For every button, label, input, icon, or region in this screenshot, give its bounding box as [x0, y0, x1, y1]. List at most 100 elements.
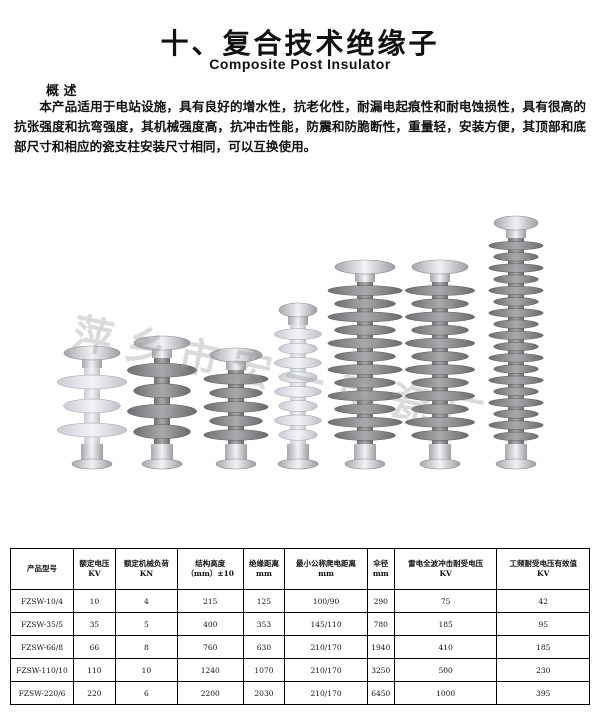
- table-cell: 10: [73, 589, 116, 613]
- table-cell: 66: [73, 635, 116, 659]
- table-cell: 1070: [242, 658, 286, 682]
- table-cell: 145/110: [284, 612, 368, 636]
- insulator-shed: [488, 330, 544, 340]
- insulator-base-flange: [141, 458, 183, 470]
- table-cell: 8: [114, 635, 178, 659]
- insulator-shed: [133, 383, 191, 398]
- insulator-shed: [488, 263, 544, 273]
- insulator-bottom-fitting: [151, 444, 173, 462]
- insulator-shed: [63, 398, 121, 414]
- table-cell: 2200: [176, 681, 244, 705]
- insulator-shed: [327, 364, 403, 375]
- insulator-shed: [488, 353, 544, 363]
- insulator-shed: [411, 351, 469, 362]
- table-cell: FZSW-220/6: [10, 681, 74, 705]
- table-cell: 6: [114, 681, 178, 705]
- insulator-base-flange: [277, 458, 319, 470]
- insulator-shed: [274, 385, 322, 398]
- insulator-shed: [493, 319, 539, 329]
- insulator-bottom-fitting: [225, 444, 247, 462]
- table-cell: FZSW-35/5: [10, 612, 74, 636]
- insulator-shed: [411, 403, 469, 415]
- insulator-shed: [493, 297, 539, 307]
- table-cell: 290: [366, 589, 395, 613]
- insulator-shed: [488, 241, 544, 251]
- insulator-base-flange: [215, 458, 257, 470]
- insulator-base-flange: [419, 458, 461, 470]
- insulator-shed: [209, 387, 263, 399]
- insulator-shed: [127, 404, 197, 419]
- insulator-shed: [209, 415, 263, 427]
- column-header: 产品型号: [10, 548, 74, 590]
- table-cell: 75: [393, 589, 498, 613]
- insulator-bottom-fitting: [505, 444, 527, 462]
- insulator-shed: [278, 342, 318, 355]
- overview-heading: 概 述: [46, 84, 77, 99]
- insulator-bottom-fitting: [354, 444, 376, 462]
- table-cell: 400: [176, 612, 244, 636]
- table-cell: 210/170: [284, 658, 368, 682]
- insulator-shed: [411, 298, 469, 310]
- insulator-shed: [493, 364, 539, 374]
- table-cell: 210/170: [284, 681, 368, 705]
- table-cell: 5: [114, 612, 178, 636]
- insulator-shed: [203, 373, 269, 385]
- insulator-shed: [203, 401, 269, 413]
- insulator-shed: [405, 285, 475, 296]
- insulator-shed: [405, 337, 475, 349]
- insulator-shed: [405, 390, 475, 402]
- insulator-shed: [334, 403, 396, 415]
- insulator-shed: [493, 274, 539, 284]
- insulator-shed: [334, 430, 396, 441]
- table-cell: 100/90: [284, 589, 368, 613]
- insulator-base-flange: [71, 458, 113, 470]
- insulator-shed: [411, 377, 469, 389]
- table-cell: FZSW-110/10: [10, 658, 74, 682]
- table-cell: 10: [114, 658, 178, 682]
- insulator-shed: [57, 374, 127, 390]
- table-cell: 353: [242, 612, 286, 636]
- insulator-shed: [488, 420, 544, 430]
- insulator-shed: [327, 390, 403, 402]
- insulator-top-cap: [493, 215, 539, 231]
- insulator-top-cap: [278, 302, 318, 318]
- insulator-shed: [405, 416, 475, 428]
- insulator-shed: [411, 324, 469, 336]
- insulator-shed: [203, 429, 269, 441]
- table-cell: 395: [496, 681, 590, 705]
- insulator-shed: [274, 414, 322, 427]
- table-cell: 210/170: [284, 635, 368, 659]
- table-cell: 4: [114, 589, 178, 613]
- table-cell: 780: [366, 612, 395, 636]
- insulator-shed: [334, 351, 396, 362]
- insulator-shed: [493, 342, 539, 352]
- insulator-shed: [327, 285, 403, 296]
- insulator-shed: [327, 416, 403, 428]
- insulator-shed: [405, 311, 475, 323]
- table-cell: FZSW-66/8: [10, 635, 74, 659]
- insulator-top-cap: [411, 259, 469, 275]
- insulator-shed: [488, 285, 544, 296]
- insulator-shed: [493, 386, 539, 397]
- insulator-base-flange: [344, 458, 386, 470]
- insulator-shed: [57, 422, 127, 438]
- insulator-shed: [274, 328, 322, 340]
- table-cell: 1940: [366, 635, 395, 659]
- table-cell: 42: [496, 589, 590, 613]
- insulator-shed: [493, 252, 539, 262]
- insulator-shed: [327, 337, 403, 349]
- table-cell: 3250: [366, 658, 395, 682]
- insulator-bottom-fitting: [81, 444, 103, 462]
- insulator-shed: [334, 324, 396, 336]
- insulator-shed: [411, 430, 469, 441]
- insulator-shed: [334, 298, 396, 310]
- table-cell: 1240: [176, 658, 244, 682]
